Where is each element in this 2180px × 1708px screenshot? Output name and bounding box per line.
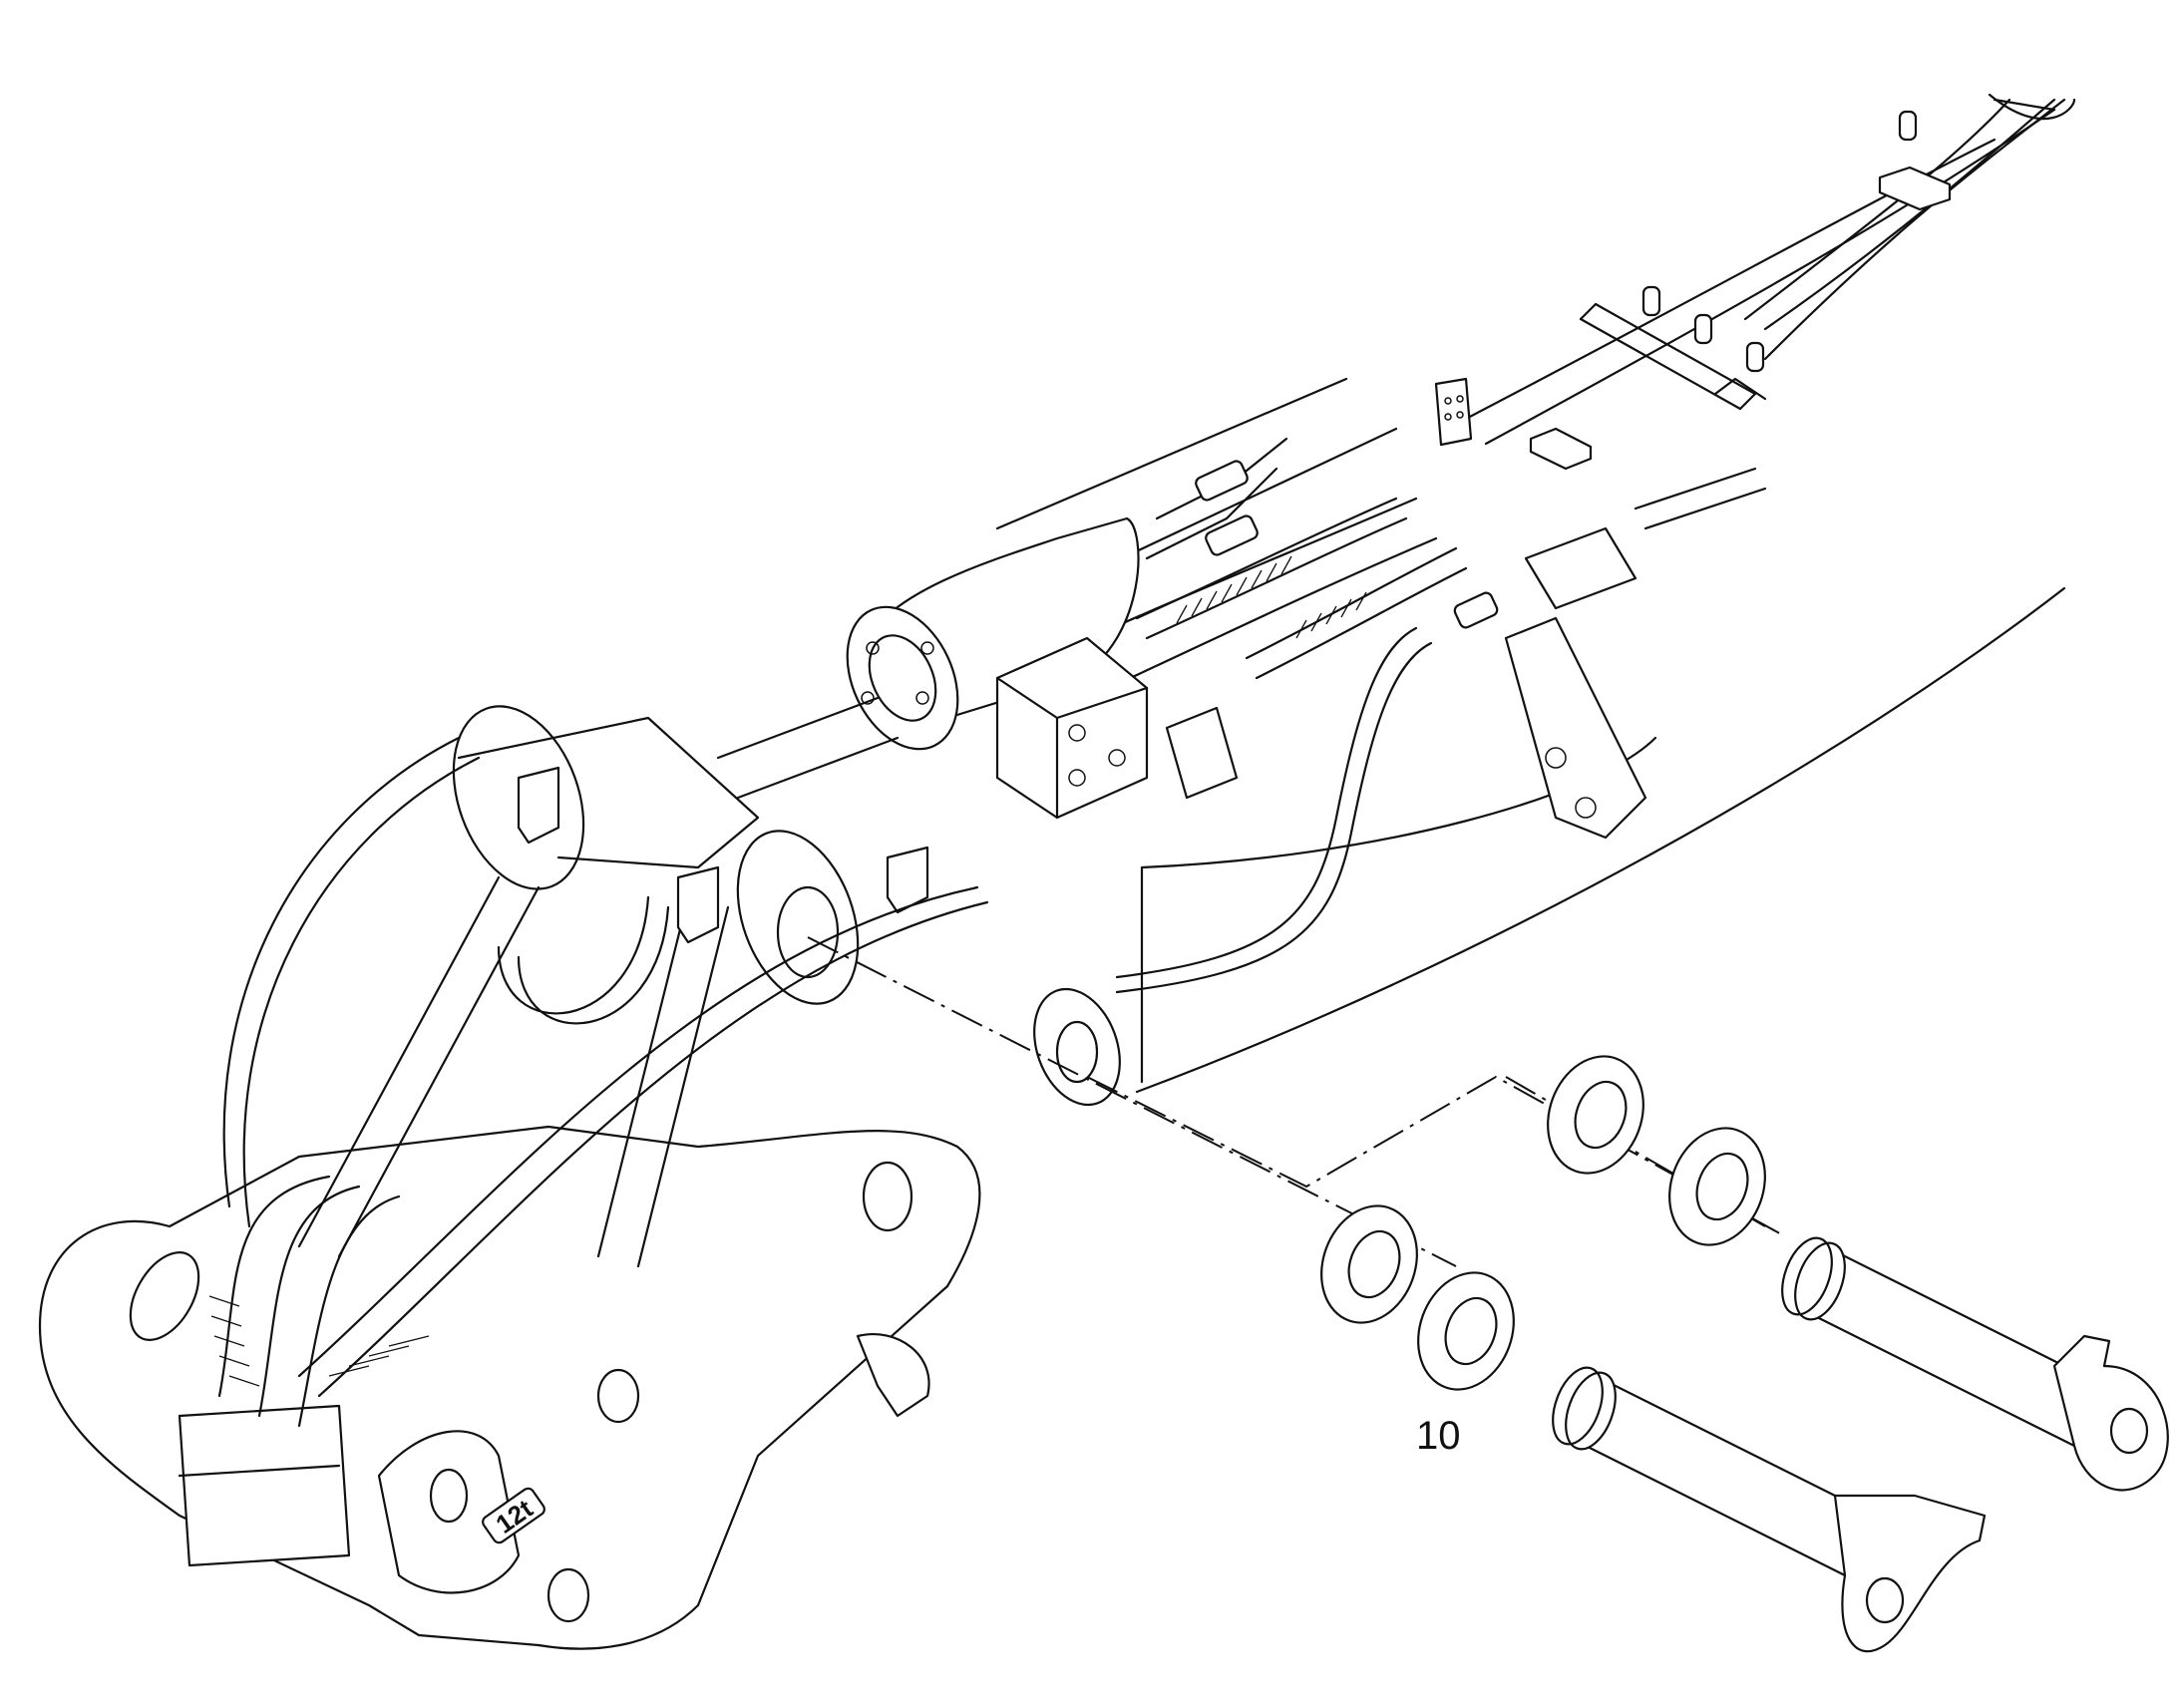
- coupler-pin: [1781, 1236, 2169, 1492]
- valve-block: [995, 636, 1149, 820]
- coupler-pin: [1552, 1366, 1987, 1653]
- part-callout-label: 10: [1416, 1414, 1461, 1458]
- mounting-bracket: [1434, 377, 1473, 447]
- boom-arm: [1135, 93, 2076, 1094]
- pipe-bracket: [1504, 467, 1767, 840]
- washer: [1547, 1055, 1644, 1175]
- washer: [1417, 1271, 1515, 1391]
- boom-plate: [1529, 427, 1593, 471]
- hydraulic-cylinder: [716, 377, 1438, 820]
- hydraulic-hoses: [1115, 437, 1499, 994]
- boom-pin: [1641, 110, 1918, 373]
- center-line: [1505, 1076, 1766, 1227]
- exploded-parts: [807, 936, 2169, 1653]
- center-line: [1086, 1075, 1786, 1237]
- washer: [1320, 1204, 1418, 1324]
- boom-plate: [1878, 166, 1952, 211]
- washer: [1668, 1127, 1766, 1246]
- coupler-base-block: [178, 1404, 351, 1567]
- coupler-hook: [856, 1333, 930, 1418]
- quick-coupler: 12t: [38, 705, 1121, 1650]
- hose-clamp: [1165, 706, 1239, 800]
- center-line: [807, 936, 1457, 1267]
